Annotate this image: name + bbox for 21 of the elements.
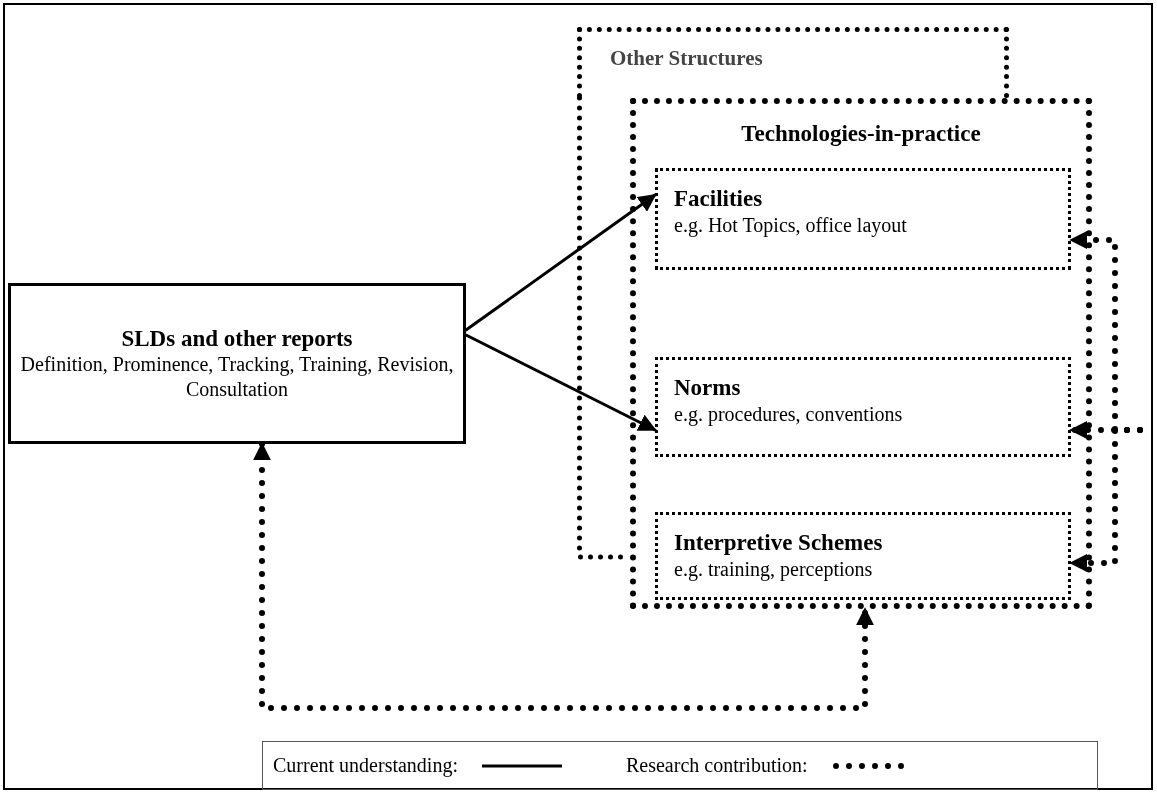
group-box bbox=[655, 512, 1071, 600]
process-box bbox=[8, 283, 466, 444]
node-heading: SLDs and other reports bbox=[121, 324, 353, 353]
legend-label: Research contribution: bbox=[625, 754, 808, 777]
group-box bbox=[630, 98, 1092, 609]
node-text: Definition, Prominence, Tracking, Training, Revision, Consultation bbox=[19, 352, 455, 403]
arrow bbox=[464, 193, 657, 332]
group-box bbox=[655, 357, 1071, 457]
arrow bbox=[464, 333, 657, 432]
node-text: e.g. training, perceptions bbox=[674, 556, 874, 582]
node-text: e.g. procedures, conventions bbox=[674, 401, 904, 427]
node-heading: Interpretive Schemes bbox=[674, 529, 884, 557]
legend-label: Current understanding: bbox=[273, 754, 458, 777]
node-heading: Other Structures bbox=[610, 46, 764, 72]
node-heading: Norms bbox=[674, 374, 742, 402]
node-heading: Facilities bbox=[674, 185, 764, 213]
dotted-arrow bbox=[1068, 427, 1143, 572]
node-heading: Technologies-in-practice bbox=[740, 120, 982, 148]
node-text: e.g. Hot Topics, office layout bbox=[674, 212, 908, 238]
dotted-arrow bbox=[253, 441, 874, 711]
group-box bbox=[655, 168, 1071, 270]
